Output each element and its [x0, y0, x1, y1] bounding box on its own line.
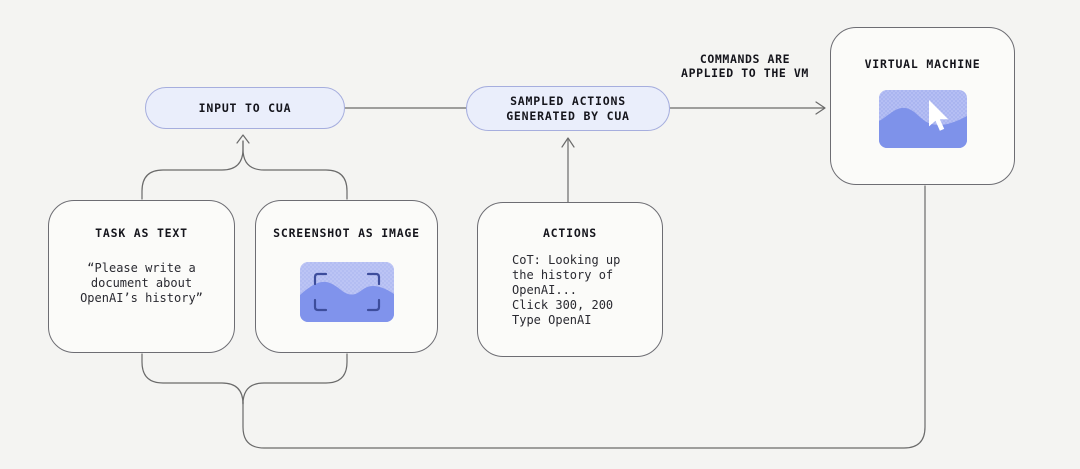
actions-body-line2: the history of — [512, 268, 614, 282]
task-as-text-title: TASK AS TEXT — [95, 226, 188, 240]
wave-shape — [299, 281, 394, 322]
task-body-line3: OpenAI’s history” — [80, 291, 203, 305]
virtual-machine-title: VIRTUAL MACHINE — [864, 57, 981, 71]
input-to-cua-label: INPUT TO CUA — [198, 100, 292, 115]
cursor-icon — [928, 100, 948, 131]
actions-body-line5: Type OpenAI — [512, 313, 592, 327]
screenshot-as-image-box: SCREENSHOT AS IMAGE — [255, 200, 438, 353]
actions-title: ACTIONS — [542, 226, 598, 240]
commands-applied-annotation: COMMANDS ARE APPLIED TO THE VM — [652, 52, 838, 80]
actions-body-line4: Click 300, 200 — [512, 298, 614, 312]
task-body-line1: “Please write a — [87, 261, 196, 275]
sampled-actions-node: SAMPLED ACTIONS GENERATED BY CUA — [466, 86, 670, 131]
virtual-machine-box: VIRTUAL MACHINE — [830, 27, 1015, 185]
arrowhead-up-sampled — [561, 137, 575, 148]
merge-bottom-left — [141, 353, 244, 405]
screenshot-thumbnail-icon — [299, 262, 394, 322]
sampled-actions-label-line1: SAMPLED ACTIONS — [510, 94, 626, 108]
merge-top-left — [141, 140, 244, 200]
merge-top-right — [242, 140, 348, 200]
merge-bottom-right — [242, 353, 348, 405]
loop-bottom-to-vm — [242, 185, 926, 449]
task-as-text-body: “Please write a document about OpenAI’s … — [80, 261, 203, 306]
mountain-shape — [878, 107, 967, 148]
annotation-line2: APPLIED TO THE VM — [681, 66, 809, 80]
actions-box: ACTIONS CoT: Looking up the history of O… — [477, 202, 663, 357]
viewfinder-icon — [313, 272, 380, 312]
input-to-cua-node: INPUT TO CUA — [145, 87, 345, 129]
actions-body: CoT: Looking up the history of OpenAI...… — [478, 253, 662, 328]
arrowhead-up-input — [236, 134, 250, 144]
actions-body-line1: CoT: Looking up — [512, 253, 621, 267]
actions-body-line3: OpenAI... — [512, 283, 578, 297]
vm-screen-thumbnail-icon — [878, 90, 967, 148]
task-as-text-box: TASK AS TEXT “Please write a document ab… — [48, 200, 235, 353]
task-body-line2: document about — [90, 276, 193, 290]
screenshot-as-image-title: SCREENSHOT AS IMAGE — [273, 226, 420, 240]
annotation-line1: COMMANDS ARE — [699, 52, 791, 66]
arrowhead-into-vm — [815, 101, 826, 115]
sampled-actions-label-line2: GENERATED BY CUA — [506, 108, 630, 123]
